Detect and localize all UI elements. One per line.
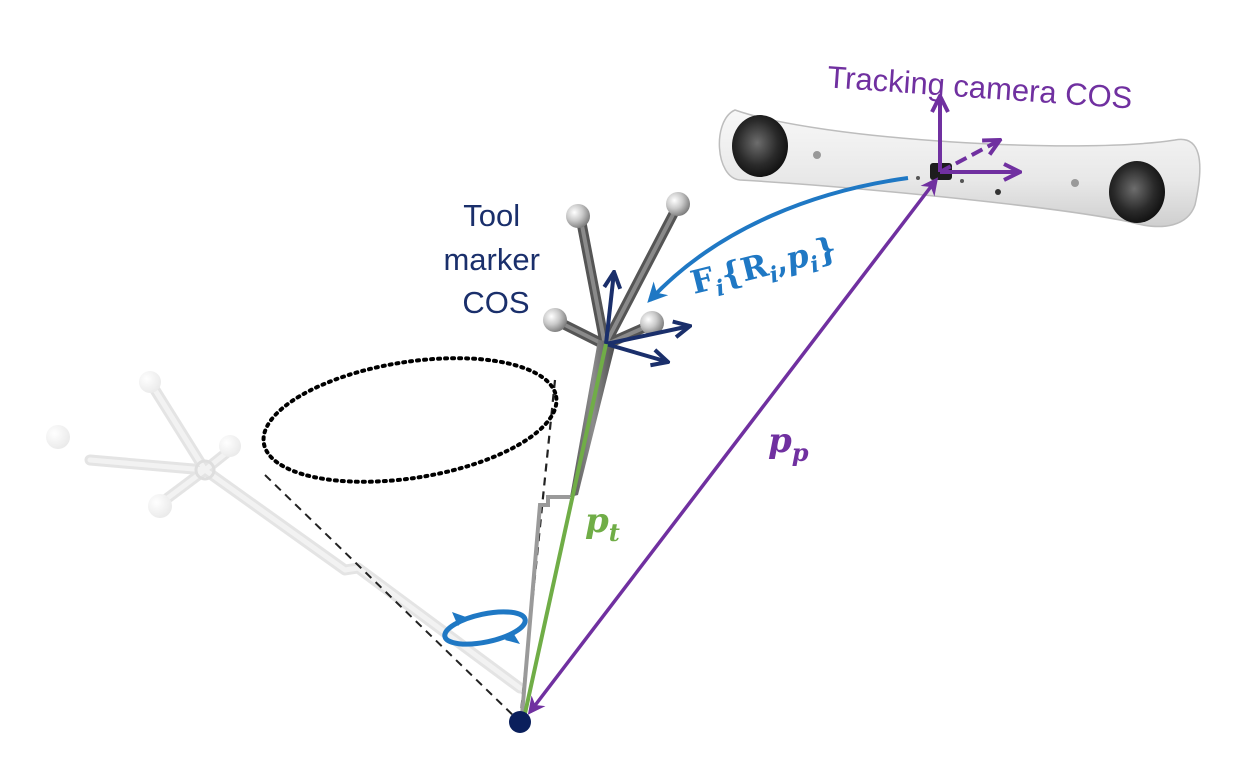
pivot-point xyxy=(509,711,531,733)
camera-cos-axes xyxy=(940,96,1020,172)
camera-cos-label: Tracking camera COS xyxy=(826,59,1133,115)
tool-marker-label-line-2: marker xyxy=(443,242,539,277)
pivot-circle-ellipse xyxy=(261,356,559,484)
transform-arrow xyxy=(647,176,909,303)
tool-marker-cos-label: Tool marker COS xyxy=(443,198,548,320)
transform-label: Fi{Ri,pi} xyxy=(687,229,842,308)
pt-label: pt xyxy=(585,501,620,547)
pp-label: pp xyxy=(768,421,809,467)
cone-line-left xyxy=(264,474,521,723)
pp-vector xyxy=(527,177,939,715)
tool-marker-label-line-1: Tool xyxy=(463,198,520,233)
tool-marker-ghost-icon xyxy=(46,371,526,694)
rotation-icon xyxy=(442,609,528,647)
tool-marker-label-line-3: COS xyxy=(462,285,529,320)
